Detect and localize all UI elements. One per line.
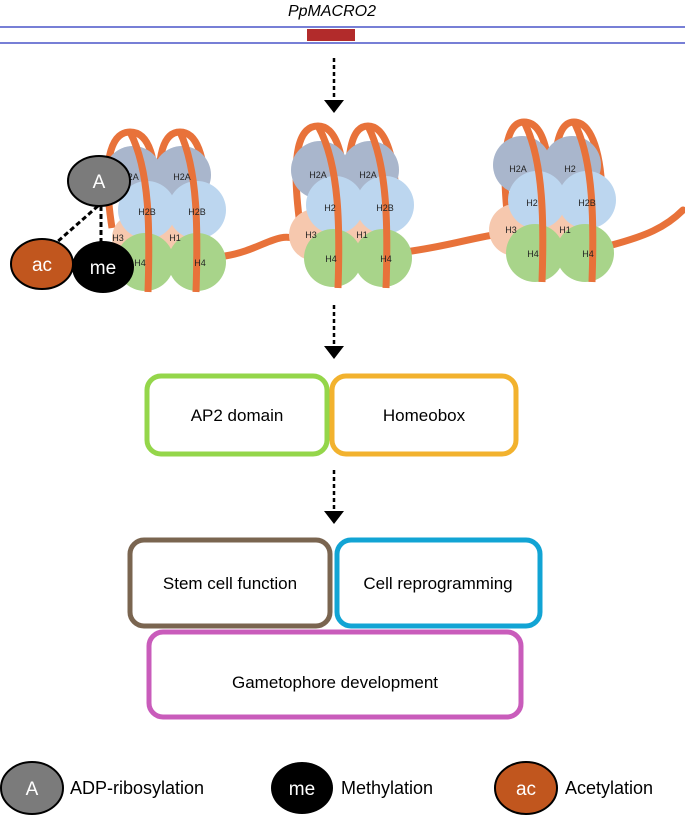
histone-label: H3 xyxy=(505,225,517,235)
histone-label: H3 xyxy=(112,233,124,243)
nucleosome-2-dna-front xyxy=(314,124,343,289)
histone-h2b xyxy=(558,171,616,229)
legend-acetylation-icon xyxy=(494,761,558,815)
legend-me-symbol: me xyxy=(289,779,315,800)
nucleosome-3: H2A H2 H2 H2B H3 H1 H4 H4 xyxy=(489,118,616,283)
arrowhead-2 xyxy=(324,346,344,359)
nucleosome-2-dna-front-2 xyxy=(364,124,391,289)
gene-label: PpMACRO2 xyxy=(288,3,376,20)
histone-label: H4 xyxy=(194,258,206,268)
gene-region xyxy=(307,29,355,41)
legend-adp-ribosylation-icon xyxy=(0,761,64,815)
histone-label: H2B xyxy=(376,203,394,213)
adp-ribosylation-symbol: A xyxy=(93,172,106,193)
cell-reprogramming-box xyxy=(334,537,543,629)
histone-label: H4 xyxy=(582,249,594,259)
nucleosome-1: H2A H2A H2B H2B H3 H1 H4 H4 xyxy=(104,128,226,293)
legend: A ADP-ribosylation me Methylation ac Ace… xyxy=(0,761,653,815)
histone-label: H2 xyxy=(324,203,336,213)
legend-adp-symbol: A xyxy=(26,779,39,800)
methylation-marker xyxy=(72,241,134,293)
legend-ac-label: Acetylation xyxy=(565,778,653,798)
methylation-symbol: me xyxy=(90,258,116,279)
histone-label: H2A xyxy=(359,170,377,180)
histone-label: H2B xyxy=(578,198,596,208)
histone-label: H1 xyxy=(169,233,181,243)
histone-label: H2A xyxy=(309,170,327,180)
arrowhead-3 xyxy=(324,511,344,524)
homeobox-box xyxy=(329,373,519,457)
histone-label: H2 xyxy=(526,198,538,208)
legend-methylation-icon xyxy=(271,762,333,814)
gametophore-development-box xyxy=(146,629,524,720)
acetylation-symbol: ac xyxy=(32,255,52,276)
histone-h4 xyxy=(354,229,412,287)
histone-label: H4 xyxy=(134,258,146,268)
ap2-domain-box xyxy=(144,373,330,457)
histone-h4 xyxy=(304,229,362,287)
modification-link-ac xyxy=(47,204,99,252)
arrowhead-1 xyxy=(324,100,344,113)
histone-h2b xyxy=(508,171,566,229)
histone-label: H4 xyxy=(325,254,337,264)
nucleosome-1-dna-front xyxy=(126,130,153,293)
stem-cell-function-box xyxy=(127,537,333,629)
nucleosome-2: H2A H2A H2 H2B H3 H1 H4 H4 xyxy=(289,122,414,289)
homeobox-label: Homeobox xyxy=(383,406,466,425)
ap2-domain-label: AP2 domain xyxy=(191,406,284,425)
histone-label: H2A xyxy=(173,172,191,182)
stem-cell-function-label: Stem cell function xyxy=(163,574,297,593)
cell-reprogramming-label: Cell reprogramming xyxy=(363,574,512,593)
gametophore-development-label: Gametophore development xyxy=(232,673,438,692)
histone-label: H4 xyxy=(380,254,392,264)
histone-label: H1 xyxy=(356,230,368,240)
nucleosome-3-dna-front xyxy=(520,120,547,283)
histone-label: H2B xyxy=(188,207,206,217)
histone-label: H3 xyxy=(305,230,317,240)
adp-ribosylation-marker xyxy=(67,155,131,207)
nucleosome-3-dna-front-2 xyxy=(570,120,597,283)
histone-label: H2 xyxy=(564,164,576,174)
legend-ac-symbol: ac xyxy=(516,779,536,800)
histone-label: H2B xyxy=(138,207,156,217)
linker-dna-3 xyxy=(608,206,685,249)
histone-label: H2A xyxy=(509,164,527,174)
histone-label: H1 xyxy=(559,225,571,235)
legend-me-label: Methylation xyxy=(341,778,433,798)
histone-label: H4 xyxy=(527,249,539,259)
histone-h4 xyxy=(556,224,614,282)
linker-dna-1 xyxy=(221,233,302,260)
nucleosome-1-dna-front-2 xyxy=(176,130,201,293)
legend-adp-label: ADP-ribosylation xyxy=(70,778,204,798)
histone-h4 xyxy=(506,224,564,282)
